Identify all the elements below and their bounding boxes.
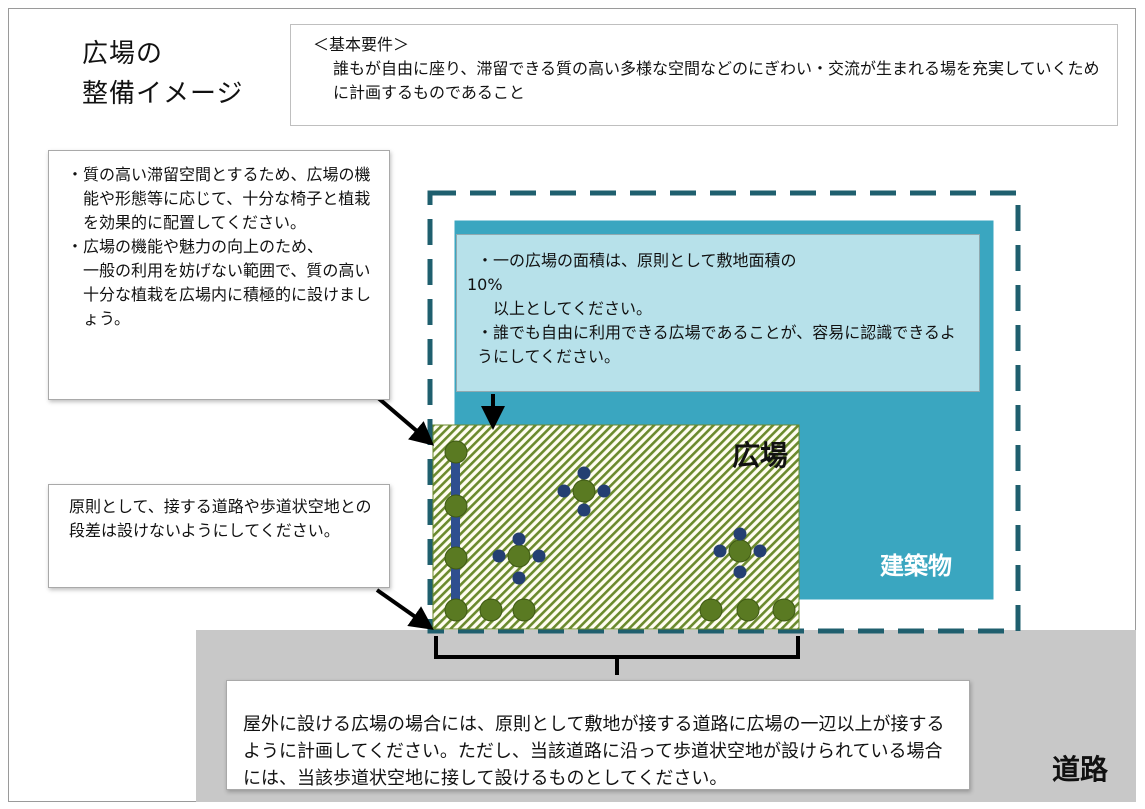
quality-line-1: ・質の高い滞留空間とするため、広場の機能や形態等に応じて、十分な椅子と植栽を効果… <box>67 165 371 232</box>
area-line-3: 以上としてください。 <box>493 299 653 318</box>
shrubs <box>444 440 796 622</box>
seat <box>512 532 526 546</box>
shrub <box>444 494 468 518</box>
shrub <box>512 598 536 622</box>
seat <box>532 549 546 563</box>
shrub <box>444 598 468 622</box>
seat <box>577 503 591 517</box>
shrub <box>699 598 723 622</box>
seat <box>753 544 767 558</box>
requirements-body: 誰もが自由に座り、滞留できる質の高い多様な空間などのにぎわい・交流が生まれる場を… <box>333 59 1100 102</box>
area-callout: ・一の広場の面積は、原則として敷地面積の 10% 以上としてください。 ・誰でも… <box>456 234 980 392</box>
seat <box>512 571 526 585</box>
bench <box>451 452 460 612</box>
road-label: 道路 <box>1052 753 1109 786</box>
quality-line-3: 一般の利用を妨げない範囲で、質の高い十分な植栽を広場内に積極的に設けましょう。 <box>83 261 372 328</box>
arrow-to-road-edge <box>375 588 434 630</box>
road-callout: 屋外に設ける広場の場合には、原則として敷地が接する道路に広場の一辺以上が接するよ… <box>226 680 970 790</box>
basic-requirements-box: ＜基本要件＞ 誰もが自由に座り、滞留できる質の高い多様な空間などのにぎわい・交流… <box>290 24 1118 126</box>
arrow-to-plaza-edge <box>375 395 435 446</box>
plaza-label: 広場 <box>732 439 789 472</box>
requirements-heading: ＜基本要件＞ <box>313 35 410 54</box>
plaza-area <box>432 424 800 630</box>
shrub <box>444 546 468 570</box>
seat <box>492 549 506 563</box>
seat <box>733 565 747 579</box>
seat <box>733 527 747 541</box>
seat <box>713 544 727 558</box>
seat <box>577 466 591 480</box>
seat <box>557 484 571 498</box>
shrub <box>728 539 752 563</box>
shrub <box>572 479 596 503</box>
plaza-width-brace <box>434 636 800 675</box>
area-line-1: ・一の広場の面積は、原則として敷地面積の <box>477 251 797 270</box>
seat <box>597 484 611 498</box>
quality-line-2: ・広場の機能や魅力の向上のため、 <box>67 237 324 256</box>
page-title: 広場の 整備イメージ <box>82 39 244 109</box>
shrub <box>507 544 531 568</box>
seats <box>492 466 767 585</box>
building-label: 建築物 <box>880 552 952 580</box>
shrub <box>772 598 796 622</box>
shrub <box>444 440 468 464</box>
site-boundary <box>427 190 1021 634</box>
area-line-2: 10% <box>467 275 503 294</box>
area-line-4: ・誰でも自由に利用できる広場であることが、容易に認識できるようにしてください。 <box>477 323 956 366</box>
shrub <box>736 598 760 622</box>
step-callout: 原則として、接する道路や歩道状空地との段差は設けないようにしてください。 <box>48 484 390 588</box>
quality-callout: ・質の高い滞留空間とするため、広場の機能や形態等に応じて、十分な椅子と植栽を効果… <box>48 150 390 400</box>
shrub <box>479 598 503 622</box>
